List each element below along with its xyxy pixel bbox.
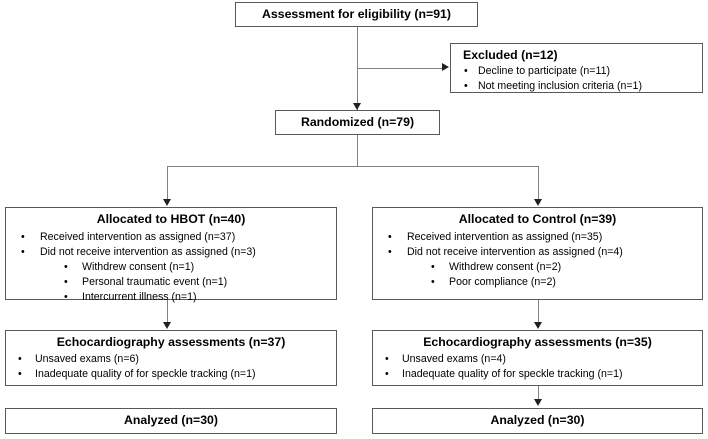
connector-echo-analyzed-right	[537, 386, 539, 402]
list-item: • Unsaved exams (n=4)	[373, 352, 702, 367]
list-item: • Intercurrent illness (n=1)	[6, 290, 336, 305]
connector-split-left	[166, 165, 168, 201]
list-item-label: Decline to participate (n=11)	[478, 65, 611, 77]
bullet-icon: •	[385, 368, 389, 381]
arrow-to-allocation-left	[162, 199, 171, 206]
randomized-box: Randomized (n=79)	[275, 110, 440, 135]
connector-assessment-trunk	[356, 27, 358, 111]
echo-left-title: Echocardiography assessments (n=37)	[56, 335, 286, 349]
list-item: • Inadequate quality of for speckle track…	[6, 367, 336, 382]
bullet-icon: •	[21, 231, 25, 244]
bullet-icon: •	[431, 276, 435, 289]
list-item-label: Did not receive intervention as assigned…	[407, 246, 623, 259]
list-item-label: Poor compliance (n=2)	[449, 276, 556, 289]
list-item-label: Inadequate quality of for speckle tracki…	[35, 368, 256, 381]
assessment-box: Assessment for eligibility (n=91)	[235, 2, 478, 27]
echo-left-box: Echocardiography assessments (n=37) • Uns…	[5, 330, 337, 386]
bullet-icon: •	[18, 353, 22, 366]
excluded-list: • Decline to participate (n=11) • Not meet…	[451, 62, 702, 94]
bullet-icon: •	[64, 291, 68, 304]
list-item-label: Withdrew consent (n=1)	[82, 261, 195, 274]
echo-left-list: • Unsaved exams (n=6) • Inadequate quality…	[6, 350, 336, 382]
list-item: • Decline to participate (n=11)	[451, 64, 702, 79]
allocation-right-title: Allocated to Control (n=39)	[458, 212, 617, 226]
analyzed-left-box: Analyzed (n=30)	[5, 408, 337, 434]
list-item: • Did not receive intervention as assigne…	[6, 245, 336, 260]
arrow-to-allocation-right	[533, 199, 542, 206]
connector-randomized-stem	[356, 135, 358, 166]
bullet-icon: •	[431, 261, 435, 274]
list-item-label: Personal traumatic event (n=1)	[82, 276, 228, 289]
analyzed-right-box: Analyzed (n=30)	[372, 408, 703, 434]
list-item-label: Unsaved exams (n=4)	[402, 353, 506, 366]
list-item-label: Received intervention as assigned (n=37)	[40, 231, 236, 244]
analyzed-right-title: Analyzed (n=30)	[490, 413, 585, 428]
list-item-label: Not meeting inclusion criteria (n=1)	[478, 80, 642, 93]
bullet-icon: •	[21, 246, 25, 259]
bullet-icon: •	[64, 276, 68, 289]
list-item: • Received intervention as assigned (n=37…	[6, 230, 336, 245]
list-item: • Withdrew consent (n=2)	[373, 260, 702, 275]
arrow-to-echo-right	[533, 322, 542, 329]
list-item: • Did not receive intervention as assigne…	[373, 245, 702, 260]
analyzed-left-title: Analyzed (n=30)	[124, 413, 218, 428]
list-item: • Received intervention as assigned (n=35…	[373, 230, 702, 245]
list-item-label: Unsaved exams (n=6)	[35, 353, 139, 366]
bullet-icon: •	[385, 353, 389, 366]
randomized-title: Randomized (n=79)	[300, 114, 415, 129]
list-item: • Not meeting inclusion criteria (n=1)	[451, 79, 702, 94]
allocation-right-box: Allocated to Control (n=39) • Received in…	[372, 207, 703, 300]
bullet-icon: •	[18, 368, 22, 381]
bullet-icon: •	[464, 65, 468, 77]
connector-alloc-echo-left	[166, 300, 168, 324]
connector-to-excluded	[357, 67, 443, 69]
allocation-left-title: Allocated to HBOT (n=40)	[96, 212, 246, 226]
connector-split-right	[537, 165, 539, 201]
bullet-icon: •	[388, 246, 392, 259]
echo-right-box: Echocardiography assessments (n=35) • Uns…	[372, 330, 703, 386]
excluded-box: Excluded (n=12) • Decline to participate …	[450, 43, 703, 93]
list-item: • Unsaved exams (n=6)	[6, 352, 336, 367]
echo-right-list: • Unsaved exams (n=4) • Inadequate quality…	[373, 350, 702, 382]
list-item-label: Inadequate quality of for speckle tracki…	[402, 368, 623, 381]
arrow-to-analyzed-right	[533, 399, 542, 406]
assessment-title: Assessment for eligibility (n=91)	[262, 6, 451, 21]
list-item: • Personal traumatic event (n=1)	[6, 275, 336, 290]
list-item-label: Did not receive intervention as assigned…	[40, 246, 256, 259]
list-item: • Poor compliance (n=2)	[373, 275, 702, 290]
connector-split-bar	[166, 165, 539, 167]
excluded-title: Excluded (n=12)	[463, 48, 558, 62]
list-item-label: Received intervention as assigned (n=35)	[407, 231, 603, 244]
allocation-left-box: Allocated to HBOT (n=40) • Received inter…	[5, 207, 337, 303]
list-item-label: Withdrew consent (n=2)	[449, 261, 562, 274]
list-item: • Withdrew consent (n=1)	[6, 260, 336, 275]
bullet-icon: •	[464, 80, 468, 93]
allocation-right-list: • Received intervention as assigned (n=35…	[373, 227, 702, 290]
bullet-icon: •	[388, 231, 392, 244]
allocation-left-list: • Received intervention as assigned (n=37…	[6, 227, 336, 305]
list-item: • Inadequate quality of for speckle track…	[373, 367, 702, 382]
connector-alloc-echo-right	[537, 300, 539, 324]
bullet-icon: •	[64, 261, 68, 274]
arrow-to-excluded	[442, 63, 449, 72]
list-item-label: Intercurrent illness (n=1)	[82, 291, 197, 304]
arrow-to-echo-left	[162, 322, 171, 329]
arrow-to-randomized	[352, 103, 361, 110]
echo-right-title: Echocardiography assessments (n=35)	[423, 335, 652, 349]
